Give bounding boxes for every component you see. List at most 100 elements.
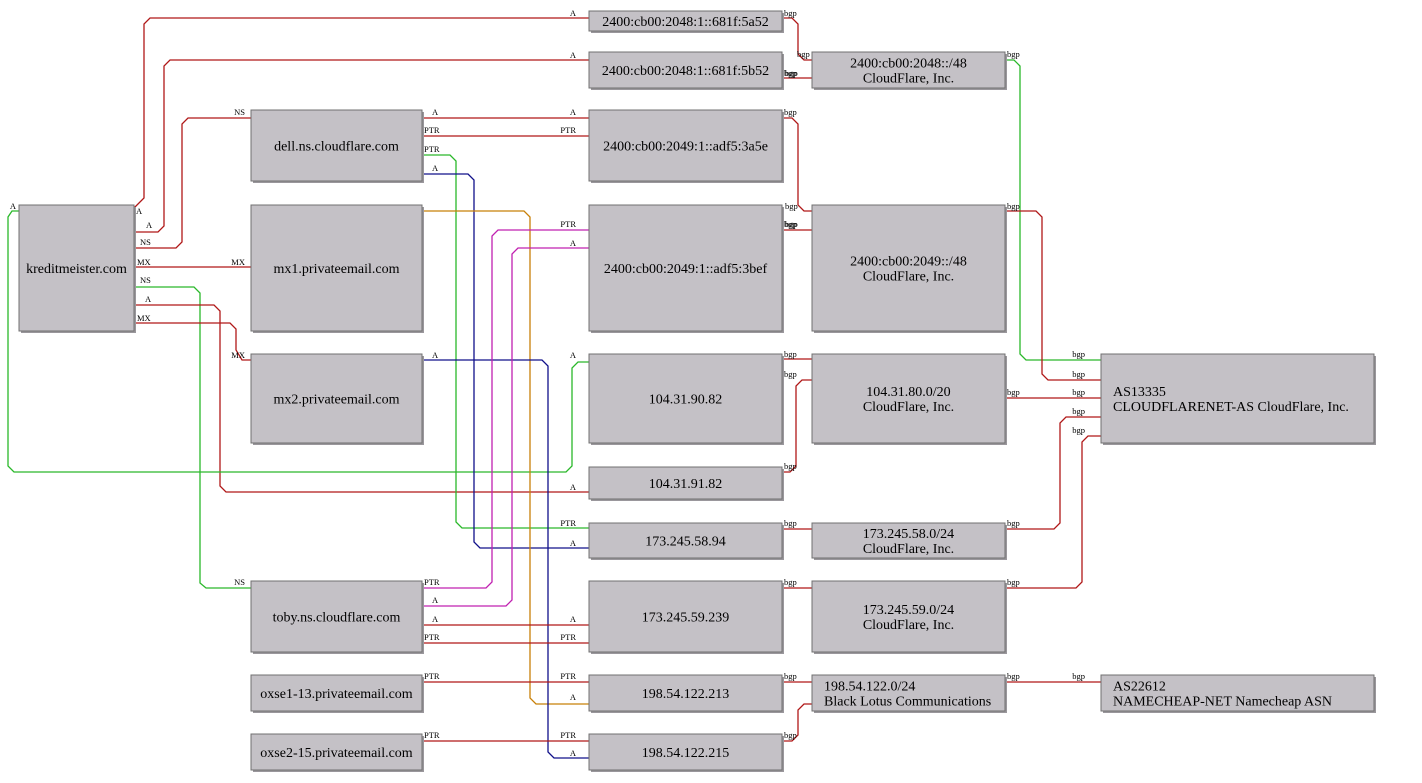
node-ip6-3a5e[interactable]: 2400:cb00:2049:1::adf5:3a5e <box>588 109 784 183</box>
node-label: 104.31.91.82 <box>649 477 723 492</box>
node-ip6-3bef[interactable]: 2400:cb00:2049:1::adf5:3bef <box>588 204 784 333</box>
edge-label: A <box>570 107 577 117</box>
edge-net-58-to-as13335 <box>1005 416 1101 530</box>
edge-ip-91-82-to-net-104 <box>782 379 812 473</box>
node-box <box>811 353 1006 444</box>
node-box <box>588 580 783 653</box>
edge-label: A <box>145 294 152 304</box>
node-box <box>588 733 783 771</box>
node-box <box>588 466 783 500</box>
node-mx2[interactable]: mx2.privateemail.com <box>250 353 424 445</box>
node-label: kreditmeister.com <box>26 262 127 277</box>
edge-label: bgp <box>784 8 797 18</box>
edge-label: A <box>570 748 577 758</box>
edge-toby-to-ip6-3bef <box>422 229 589 589</box>
edge-label: PTR <box>560 730 576 740</box>
edge-mx2-to-ip-122-215 <box>422 359 589 759</box>
edge-label: PTR <box>560 632 576 642</box>
edge-label: bgp <box>1072 671 1085 681</box>
edge-label: bgp <box>1072 369 1085 379</box>
edge-label: bgp <box>785 201 798 211</box>
edge-label: A <box>432 107 439 117</box>
edge-label: bgp <box>784 577 797 587</box>
edge-label: A <box>570 614 577 624</box>
node-label: oxse2-15.privateemail.com <box>260 746 413 761</box>
node-dell[interactable]: dell.ns.cloudflare.com <box>250 109 424 183</box>
node-box <box>588 353 783 444</box>
node-label: dell.ns.cloudflare.com <box>274 140 399 155</box>
node-label: 198.54.122.0/24 <box>824 680 915 695</box>
edge-label: bgp <box>1007 201 1020 211</box>
node-ip-59-239[interactable]: 173.245.59.239 <box>588 580 784 654</box>
edge-label: A <box>146 220 153 230</box>
edge-label: MX <box>231 350 245 360</box>
edge-label: bgp <box>784 68 797 78</box>
node-label: CloudFlare, Inc. <box>863 618 954 633</box>
node-box <box>250 733 423 771</box>
edge-kreditmeister-to-ip6-5a52 <box>133 17 589 209</box>
edge-label: NS <box>234 577 245 587</box>
node-box <box>588 204 783 332</box>
node-toby[interactable]: toby.ns.cloudflare.com <box>250 580 424 654</box>
node-label: 104.31.90.82 <box>649 393 723 408</box>
node-label: Black Lotus Communications <box>824 695 991 710</box>
node-label: 2400:cb00:2048:1::681f:5a52 <box>602 15 768 30</box>
node-label: 2400:cb00:2048:1::681f:5b52 <box>602 64 769 79</box>
edge-mx1-to-ip-122-213 <box>422 210 589 705</box>
edge-label: NS <box>140 275 151 285</box>
edge-label: PTR <box>560 671 576 681</box>
nodes-layer: kreditmeister.com dell.ns.cloudflare.com m… <box>18 10 1376 772</box>
edge-label: A <box>570 538 577 548</box>
node-label: CloudFlare, Inc. <box>863 542 954 557</box>
node-box <box>588 109 783 182</box>
node-box <box>250 580 423 653</box>
edge-kreditmeister-to-ip6-5b52 <box>134 59 589 233</box>
node-box <box>811 674 1006 712</box>
node-ip6-5a52[interactable]: 2400:cb00:2048:1::681f:5a52 <box>588 10 784 33</box>
edge-label: PTR <box>424 730 440 740</box>
node-ip-90-82[interactable]: 104.31.90.82 <box>588 353 784 445</box>
edge-label: bgp <box>784 671 797 681</box>
node-ip-122-213[interactable]: 198.54.122.213 <box>588 674 784 713</box>
node-box <box>588 522 783 559</box>
node-box <box>588 674 783 712</box>
edge-label: bgp <box>784 461 797 471</box>
edge-kreditmeister-to-ip-91-82 <box>134 304 589 493</box>
node-label: AS22612 <box>1113 680 1166 695</box>
edge-label: A <box>136 206 143 216</box>
edge-label: MX <box>231 257 245 267</box>
node-label: NAMECHEAP-NET Namecheap ASN <box>1113 695 1332 710</box>
node-label: CloudFlare, Inc. <box>863 72 954 87</box>
node-ip-58-94[interactable]: 173.245.58.94 <box>588 522 784 560</box>
edge-label: PTR <box>424 577 440 587</box>
edge-ip6-5a52-to-net-2048 <box>782 17 812 61</box>
node-kreditmeister[interactable]: kreditmeister.com <box>18 204 136 333</box>
node-box <box>588 10 783 32</box>
edge-net-2049-to-as13335 <box>1005 210 1101 381</box>
node-label: 173.245.59.0/24 <box>863 603 954 618</box>
node-ip6-5b52[interactable]: 2400:cb00:2048:1::681f:5b52 <box>588 51 784 90</box>
node-box <box>250 353 423 444</box>
node-ip-91-82[interactable]: 104.31.91.82 <box>588 466 784 501</box>
edge-label: PTR <box>424 125 440 135</box>
node-oxse1[interactable]: oxse1-13.privateemail.com <box>250 674 424 713</box>
node-oxse2[interactable]: oxse2-15.privateemail.com <box>250 733 424 772</box>
node-label: mx2.privateemail.com <box>274 393 400 408</box>
edge-label: A <box>570 50 577 60</box>
edge-label: PTR <box>424 671 440 681</box>
edge-kreditmeister-to-toby <box>134 286 251 589</box>
edge-label: NS <box>140 237 151 247</box>
node-box <box>811 522 1006 559</box>
node-mx1[interactable]: mx1.privateemail.com <box>250 204 424 333</box>
node-ip-122-215[interactable]: 198.54.122.215 <box>588 733 784 772</box>
edge-ip6-3a5e-to-net-2049 <box>782 117 812 212</box>
